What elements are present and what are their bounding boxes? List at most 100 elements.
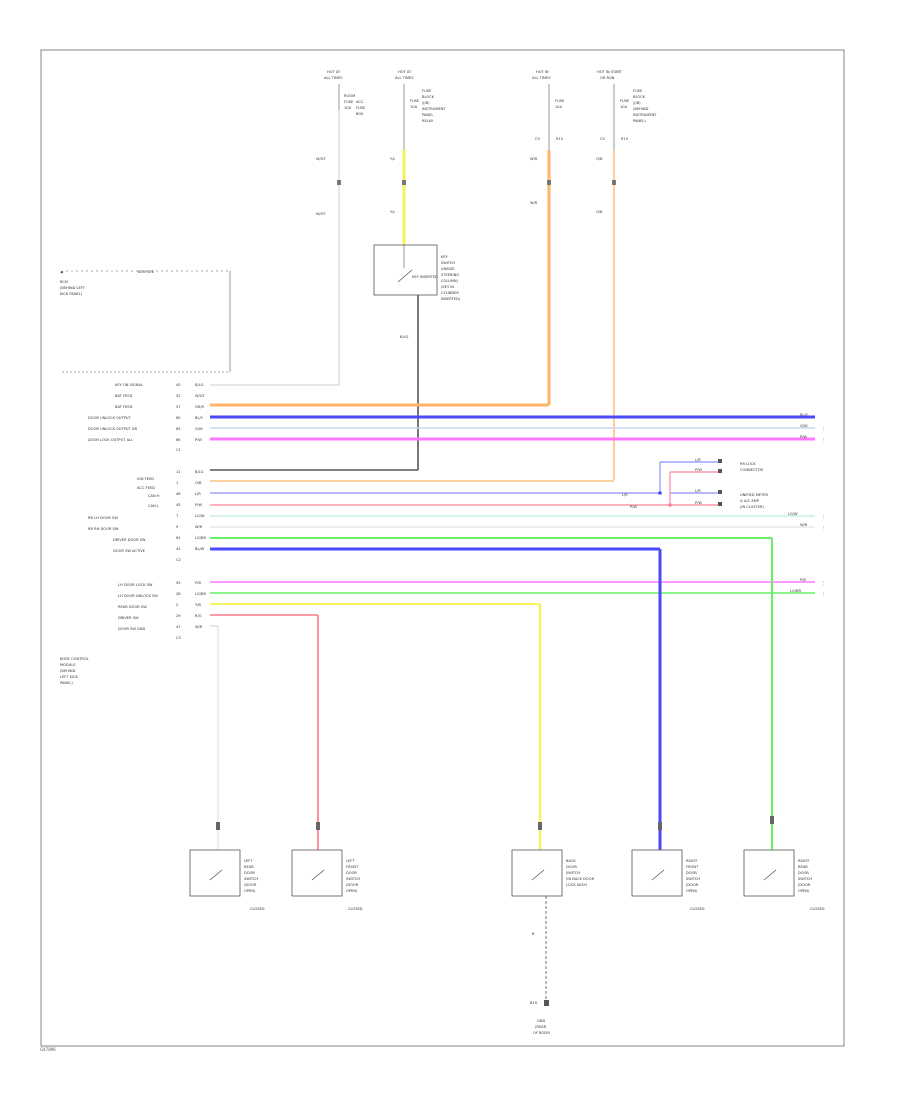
source-1: HOT AT ALL TIMES ROOM FUSE 10A ACC FUSE …	[324, 70, 366, 116]
back-door-switch: BACK DOOR SWITCH (IN BACK DOOR LOCK ASSY…	[511, 849, 595, 897]
svg-text:60: 60	[176, 416, 181, 420]
svg-text:BACK: BACK	[566, 859, 576, 863]
svg-text:C5: C5	[600, 137, 605, 141]
svg-text:28: 28	[176, 592, 181, 596]
svg-text:DOOR: DOOR	[686, 871, 697, 875]
key-switch: KEY INSERTED KEY SWITCH (INSIDE STEERING…	[373, 244, 461, 301]
svg-text:BL/W: BL/W	[195, 547, 205, 551]
svg-text:40: 40	[176, 383, 181, 387]
svg-text:BCM: BCM	[60, 280, 68, 284]
svg-text:LEFT KICK: LEFT KICK	[60, 675, 79, 679]
source-2: HOT AT ALL TIMES FUSE 10A FUSE BLOCK (J/…	[395, 70, 446, 123]
svg-text:(INSIDE: (INSIDE	[441, 267, 455, 271]
svg-text:OPEN): OPEN)	[244, 889, 256, 893]
svg-text:REAR: REAR	[798, 865, 808, 869]
svg-text:DOOR: DOOR	[566, 865, 577, 869]
svg-text:LG/W: LG/W	[195, 514, 205, 518]
svg-text:DOOR UNLOCK OUTPUT: DOOR UNLOCK OUTPUT	[88, 416, 132, 420]
ground: B B19 GND (REAR OF BODY)	[530, 896, 551, 1035]
svg-text:O/B: O/B	[195, 481, 202, 485]
svg-text:L/R: L/R	[695, 489, 701, 493]
svg-text:BCM SEE: BCM SEE	[138, 270, 155, 274]
svg-text:LG/BR: LG/BR	[195, 592, 206, 596]
svg-text:2: 2	[176, 603, 178, 607]
svg-text:(DOOR: (DOOR	[686, 883, 699, 887]
svg-text:O/B: O/B	[596, 157, 603, 161]
svg-text:⋮: ⋮	[822, 526, 826, 530]
svg-text:O/B: O/B	[596, 210, 603, 214]
svg-text:(IN CLUSTER): (IN CLUSTER)	[740, 505, 764, 509]
svg-text:29: 29	[176, 614, 181, 618]
svg-text:KEY INSERTED: KEY INSERTED	[412, 275, 438, 279]
svg-text:10A: 10A	[410, 105, 418, 109]
svg-text:P/W: P/W	[800, 435, 807, 439]
svg-text:HOT AT: HOT AT	[398, 70, 412, 74]
svg-text:L/R: L/R	[195, 492, 201, 496]
svg-text:L/R: L/R	[622, 493, 628, 497]
svg-text:CLOSED: CLOSED	[810, 907, 825, 911]
svg-text:C3: C3	[176, 636, 181, 640]
svg-text:CLOSED: CLOSED	[250, 907, 265, 911]
svg-text:LEFT: LEFT	[346, 859, 355, 863]
svg-text:W/GT: W/GT	[316, 157, 326, 161]
bcm-lower-label: BODY CONTROL MODULE (BEHIND LEFT KICK PA…	[60, 657, 89, 685]
svg-text:DRIVER DOOR SW: DRIVER DOOR SW	[113, 538, 146, 542]
svg-text:MODULE: MODULE	[60, 663, 76, 667]
svg-text:BODY CONTROL: BODY CONTROL	[60, 657, 89, 661]
svg-text:CLOSED: CLOSED	[690, 907, 705, 911]
svg-text:HOT IN: HOT IN	[536, 70, 549, 74]
svg-text:HOT AT: HOT AT	[327, 70, 341, 74]
svg-text:52: 52	[176, 394, 181, 398]
svg-text:OPEN): OPEN)	[346, 889, 358, 893]
svg-text:(BEHIND LEFT: (BEHIND LEFT	[60, 286, 86, 290]
svg-text:PANEL: PANEL	[422, 113, 433, 117]
svg-text:Y/B: Y/B	[195, 603, 201, 607]
svg-text:DOOR UNLOCK OUTPUT DR: DOOR UNLOCK OUTPUT DR	[88, 427, 138, 431]
svg-text:(DOOR: (DOOR	[798, 883, 811, 887]
svg-text:B: B	[532, 932, 535, 936]
svg-text:45: 45	[176, 503, 181, 507]
svg-text:LG/W: LG/W	[788, 512, 798, 516]
svg-text:FRONT: FRONT	[686, 865, 699, 869]
svg-text:Y/L: Y/L	[390, 210, 395, 214]
svg-text:OR RUN: OR RUN	[600, 76, 615, 80]
svg-text:(BEHIND: (BEHIND	[633, 107, 649, 111]
svg-text:P/B: P/B	[195, 581, 201, 585]
svg-text:BAT FEED: BAT FEED	[115, 405, 133, 409]
svg-text:(BEHIND: (BEHIND	[60, 669, 76, 673]
source-4: HOT IN START OR RUN FUSE 10A FUSE BLOCK …	[597, 70, 657, 125]
svg-text:PANEL): PANEL)	[60, 681, 73, 685]
svg-text:9: 9	[176, 525, 179, 529]
svg-text:W/R: W/R	[800, 523, 808, 527]
svg-text:(J/B): (J/B)	[422, 101, 430, 105]
svg-text:DOOR SW GND: DOOR SW GND	[118, 627, 146, 631]
svg-text:OPEN): OPEN)	[798, 889, 810, 893]
svg-text:P/B: P/B	[800, 578, 806, 582]
svg-text:PANEL): PANEL)	[633, 119, 646, 123]
svg-text:10A: 10A	[555, 105, 563, 109]
svg-text:STEERING: STEERING	[441, 273, 459, 277]
connector-group-3: LH DOOR LOCK SW 55 P/B LH DOOR UNLOCK SW…	[118, 581, 206, 640]
svg-text:62: 62	[176, 536, 181, 540]
svg-text:FRONT: FRONT	[346, 865, 359, 869]
svg-text:(DOOR: (DOOR	[346, 883, 359, 887]
svg-text:FUSE: FUSE	[620, 99, 630, 103]
svg-text:7: 7	[176, 514, 178, 518]
svg-text:ACC FEED: ACC FEED	[137, 486, 155, 490]
svg-text:CAN H: CAN H	[148, 494, 160, 498]
svg-text:REAR: REAR	[244, 865, 254, 869]
svg-text:KEY: KEY	[441, 255, 449, 259]
svg-text:UNIFIED METER: UNIFIED METER	[740, 493, 769, 497]
svg-text:11: 11	[176, 470, 181, 474]
svg-text:(REAR: (REAR	[535, 1025, 547, 1029]
svg-text:FUSE: FUSE	[410, 99, 420, 103]
can-junction: L/R P/W L/R P/W L/R P/W RR LOCK CONNECTO…	[622, 458, 769, 509]
svg-text:66: 66	[176, 438, 181, 442]
svg-text:& A/C AMP: & A/C AMP	[740, 499, 760, 503]
svg-text:SWITCH: SWITCH	[686, 877, 700, 881]
svg-text:B/LG: B/LG	[195, 470, 204, 474]
svg-text:C2: C2	[176, 558, 181, 562]
svg-text:RR LOCK: RR LOCK	[740, 462, 756, 466]
svg-text:W/R: W/R	[530, 157, 538, 161]
